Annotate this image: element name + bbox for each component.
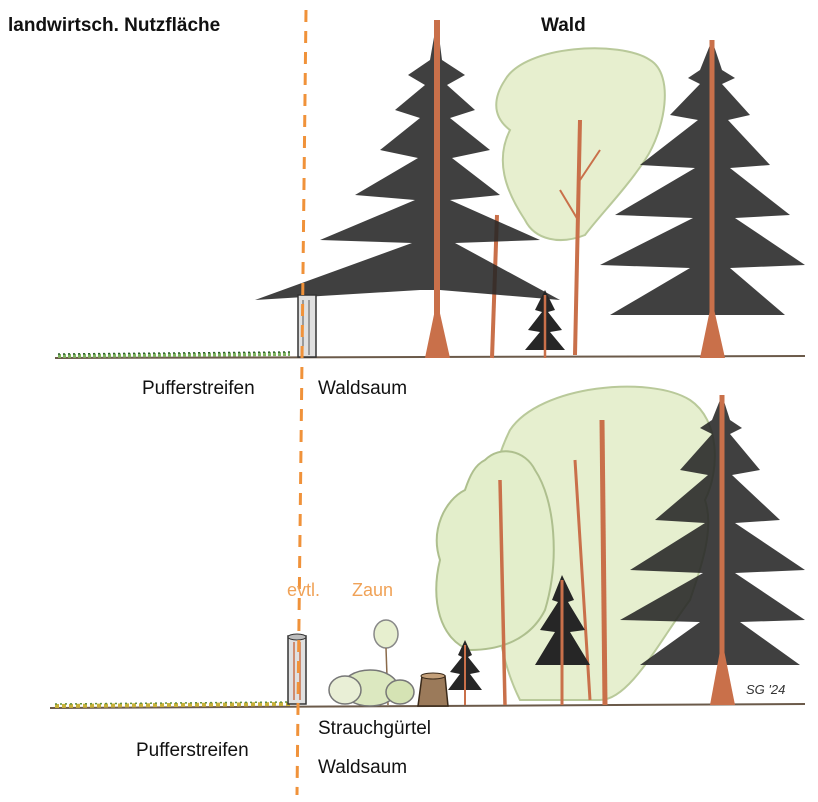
top-left-label: Pufferstreifen: [142, 378, 255, 400]
spruce-tree-icon: [525, 290, 565, 358]
top-grass-strip: [58, 354, 290, 356]
bottom-left-label: Pufferstreifen: [136, 740, 249, 762]
fence-label-evtl: evtl.: [287, 580, 320, 601]
top-right-label: Waldsaum: [318, 378, 407, 400]
bottom-panel-scene: SG '24: [50, 387, 805, 708]
top-panel-scene: [55, 20, 805, 358]
bottom-right-label-2: Waldsaum: [318, 757, 407, 779]
header-right-title: Wald: [541, 15, 586, 37]
tree-stump-icon: [418, 673, 448, 706]
fence-label-zaun: Zaun: [352, 580, 393, 601]
shrub-icon: [329, 620, 414, 706]
signature: SG '24: [746, 682, 785, 697]
header-left-title: landwirtsch. Nutzfläche: [8, 15, 220, 37]
bottom-right-label-1: Strauchgürtel: [318, 718, 431, 740]
